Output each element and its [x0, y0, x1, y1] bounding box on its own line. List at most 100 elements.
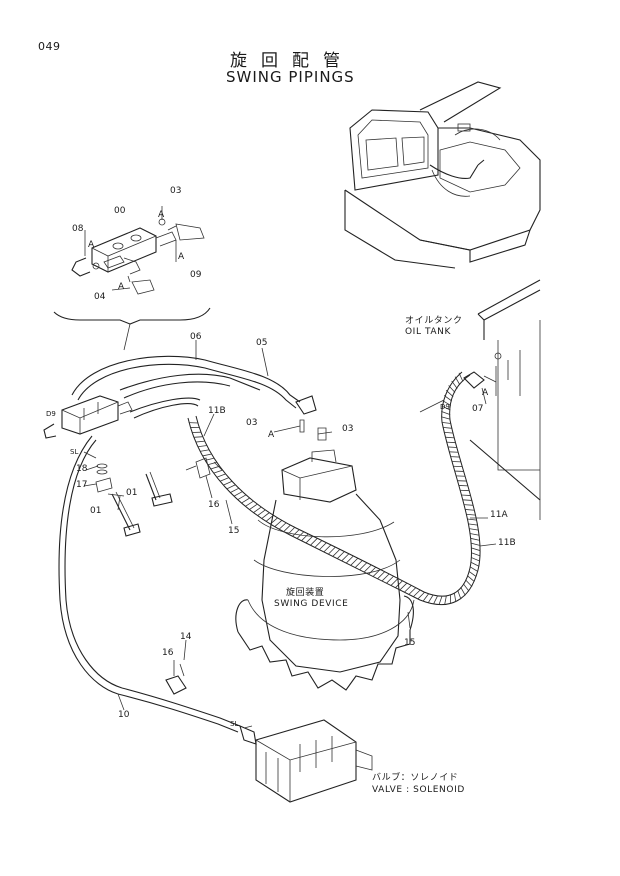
spiral-wrap-mark: [460, 587, 466, 596]
spiral-wrap-mark: [359, 562, 367, 570]
spiral-wrap-mark: [438, 595, 443, 605]
spiral-wrap-mark: [223, 480, 233, 486]
spiral-wrap-mark: [207, 461, 218, 466]
spiral-wrap-mark: [467, 518, 477, 521]
spiral-wrap-mark: [193, 436, 204, 438]
spiral-wrap-mark: [213, 469, 223, 474]
spiral-wrap-mark: [261, 512, 270, 519]
part-label-14: 14: [180, 632, 192, 642]
part-label-a-top: A: [158, 210, 165, 220]
part-label-sl-low: SL: [230, 720, 239, 728]
part-label-10: 10: [118, 710, 130, 720]
spiral-wrap-mark: [465, 579, 473, 587]
excavator-sketch: [344, 81, 541, 269]
spiral-wrap-mark: [468, 523, 478, 526]
spiral-wrap-mark: [197, 445, 208, 448]
spiral-wrap-mark: [202, 453, 212, 457]
part-label-a-left: A: [88, 240, 95, 250]
spiral-wrap-mark: [399, 582, 408, 591]
spiral-wrap-mark: [253, 506, 262, 513]
spiral-wrap-mark: [364, 564, 372, 573]
part-label-sl-left: SL: [70, 448, 79, 456]
spiral-wrap-mark: [427, 594, 434, 604]
spiral-wrap-mark: [279, 522, 287, 530]
spiral-wrap-mark: [216, 473, 226, 478]
spiral-wrap-mark: [319, 542, 327, 550]
spiral-wrap-mark: [470, 557, 481, 562]
spiral-wrap-mark: [350, 558, 358, 566]
spiral-wrap-mark: [463, 504, 474, 506]
spiral-wrap-mark: [230, 487, 240, 493]
spiral-wrap-mark: [442, 426, 453, 429]
spiral-wrap-mark: [283, 524, 291, 532]
spiral-wrap-mark: [288, 526, 296, 535]
spiral-wrap-mark: [346, 555, 354, 564]
spiral-wrap-mark: [377, 571, 385, 579]
spiral-wrap-mark: [292, 528, 300, 537]
spiral-wrap-mark: [219, 477, 229, 482]
spiral-wrap-mark: [341, 553, 350, 561]
caption-valve-jp: バルブ：ソレノイド: [372, 773, 459, 783]
spiral-wrap-mark: [447, 446, 458, 448]
part-label-a-mid: A: [268, 430, 275, 440]
spiral-wrap-mark: [373, 569, 381, 577]
spiral-wrap-mark: [233, 491, 243, 497]
bolts-and-washers: [95, 457, 223, 537]
spiral-wrap-mark: [446, 441, 456, 444]
spiral-wrap-mark: [332, 549, 341, 557]
spiral-hose: [187, 371, 481, 605]
spiral-wrap-mark: [458, 372, 464, 382]
part-label-d9-left: D9: [46, 410, 56, 418]
spiral-wrap-mark: [444, 595, 447, 605]
part-label-08: 08: [72, 224, 84, 234]
part-label-05: 05: [256, 338, 268, 348]
hose-routing: [43, 355, 317, 733]
spiral-wrap-mark: [471, 547, 481, 552]
spiral-wrap-mark: [368, 567, 376, 575]
spiral-wrap-mark: [470, 542, 481, 546]
part-label-11a: 11A: [490, 510, 508, 520]
spiral-wrap-mark: [433, 595, 439, 605]
spiral-wrap-mark: [305, 535, 314, 543]
spiral-wrap-mark: [328, 546, 336, 555]
spiral-wrap-mark: [445, 436, 455, 439]
part-label-03-mid-left: 03: [246, 418, 258, 428]
spiral-wrap-mark: [422, 593, 430, 602]
spiral-wrap-mark: [469, 533, 480, 536]
title-english: SWING PIPINGS: [226, 68, 355, 86]
spiral-wrap-mark: [237, 494, 247, 500]
spiral-wrap-mark: [443, 395, 453, 402]
spiral-wrap-mark: [448, 385, 456, 393]
spiral-wrap-mark: [241, 497, 250, 504]
spiral-wrap-mark: [408, 587, 416, 595]
part-label-06: 06: [190, 332, 202, 342]
caption-valve-en: VALVE : SOLENOID: [372, 785, 465, 795]
spiral-wrap-mark: [301, 533, 309, 541]
leader-lines: [83, 340, 497, 729]
part-label-01-low: 01: [90, 506, 102, 516]
spiral-wrap-mark: [461, 494, 471, 496]
spiral-wrap-mark: [404, 585, 412, 593]
oil-tank: [463, 279, 541, 520]
spiral-wrap-mark: [390, 578, 399, 586]
part-label-01-mid: 01: [126, 488, 138, 498]
spiral-wrap-mark: [442, 400, 452, 406]
part-label-03-mid-right: 03: [342, 424, 354, 434]
page-number: 049: [38, 40, 61, 53]
spiral-wrap-mark: [445, 390, 454, 397]
spiral-wrap-mark: [470, 561, 480, 567]
spiral-wrap-mark: [441, 421, 452, 424]
spiral-wrap-mark: [199, 449, 210, 452]
spiral-wrap-mark: [457, 590, 462, 600]
part-label-11b-top: 11B: [208, 406, 226, 416]
spiral-wrap-mark: [443, 431, 454, 434]
spiral-wrap-mark: [417, 591, 425, 600]
spiral-wrap-mark: [257, 509, 266, 516]
part-label-a-right: A: [178, 252, 185, 262]
valve-detail: [53, 206, 211, 351]
spiral-wrap-mark: [441, 405, 451, 411]
spiral-wrap-mark: [466, 575, 475, 583]
spiral-wrap-mark: [469, 566, 479, 572]
